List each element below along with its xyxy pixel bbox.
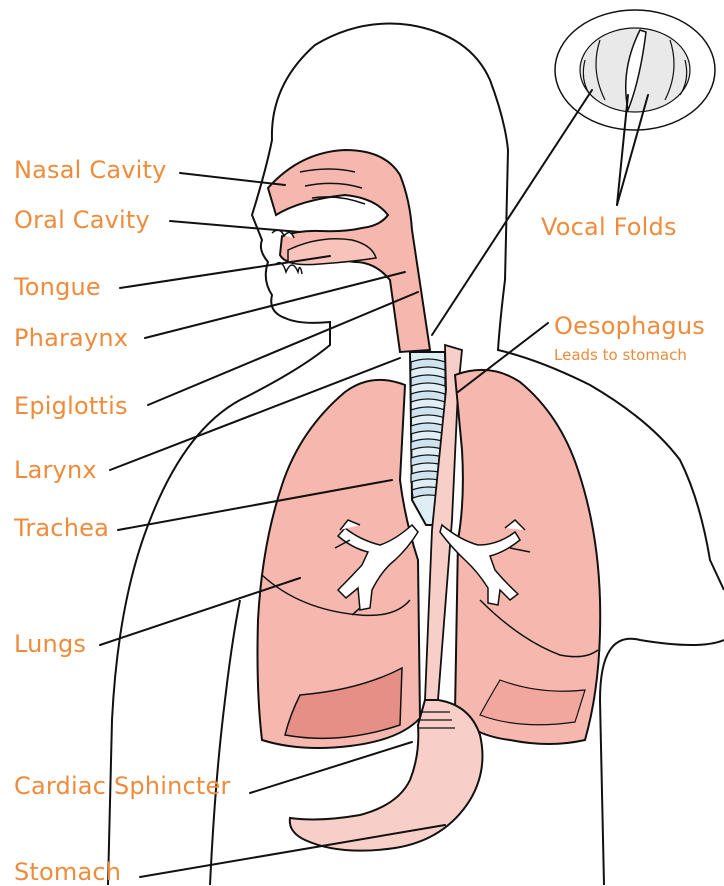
left-arm-inner-outline: [210, 600, 240, 885]
label-nasal-cavity: Nasal Cavity: [14, 156, 167, 184]
label-oesophagus: Oesophagus: [554, 312, 705, 340]
label-trachea: Trachea: [14, 514, 109, 542]
label-cardiac-sphincter: Cardiac Sphincter: [14, 772, 231, 800]
label-tongue: Tongue: [14, 273, 101, 301]
label-oral-cavity: Oral Cavity: [14, 206, 150, 234]
label-stomach: Stomach: [14, 858, 121, 886]
label-vocal-folds: Vocal Folds: [541, 213, 677, 241]
vocal-folds-inset: [555, 10, 715, 130]
right-arm-outline: [600, 639, 724, 885]
label-epiglottis: Epiglottis: [14, 392, 128, 420]
label-lungs: Lungs: [14, 630, 86, 658]
label-pharaynx: Pharaynx: [14, 324, 128, 352]
label-larynx: Larynx: [14, 456, 97, 484]
label-oesophagus-note: Leads to stomach: [554, 346, 687, 364]
